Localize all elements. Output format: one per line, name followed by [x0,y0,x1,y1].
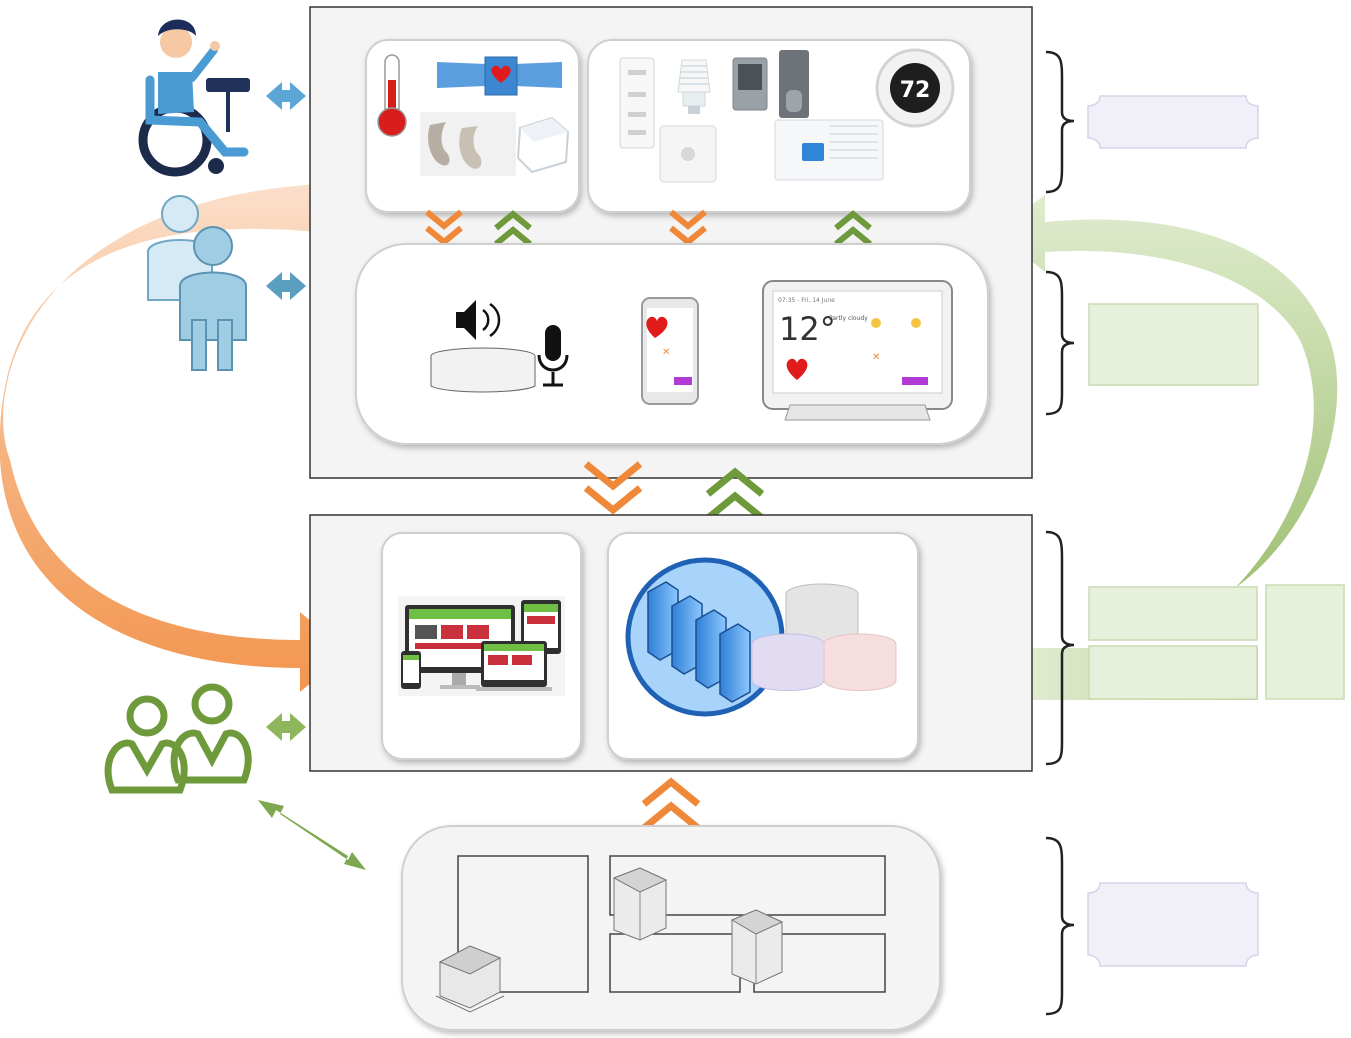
smart-display-icon: 07:35 - Fri, 14 June 12° Partly cloudy ✕ [762,280,953,421]
up-chevrons-bottom [641,777,701,831]
double-arrow-user [266,82,306,110]
hearing-aid-icon [420,112,516,176]
label-box-third-b [1088,645,1258,700]
bulb-icon [677,59,711,114]
label-box-third-c [1265,584,1345,700]
up-chevrons-home [834,210,872,247]
family-icon [147,195,247,371]
display-temperature: 12° [779,310,836,348]
up-chevrons-center [705,467,765,521]
thermostat-icon: 72 [875,48,955,128]
display-weather: Partly cloudy [829,315,868,322]
motion-sensor-icon [659,125,717,183]
display-time: 07:35 - Fri, 14 June [778,297,835,304]
brace-bottom [1045,836,1075,1016]
brace-top [1045,50,1075,194]
double-arrow-family [266,272,306,300]
up-chevrons-health [494,210,532,247]
sensor-icon [516,116,570,174]
thermometer-icon [377,54,407,137]
double-arrow-caregivers [266,713,306,741]
brace-third [1045,530,1075,766]
svg-text:✕: ✕ [872,352,880,363]
heart-band-icon [437,56,562,96]
label-box-second [1088,303,1259,386]
svg-text:✕: ✕ [662,347,670,358]
diagonal-arrow-caregivers [258,800,366,870]
smartphone-icon: ✕ [641,297,699,405]
label-box-bottom [1087,882,1259,967]
down-chevrons-health [425,209,463,246]
down-chevrons-home [669,209,707,246]
floorplan-room-bottom-left [609,933,741,993]
smart-speaker-icon [430,300,536,393]
door-lock-icon [732,50,809,118]
green-flow-arrow [995,195,1338,588]
caregivers-icon [104,683,252,794]
thermostat-value: 72 [900,78,931,103]
servers-icon [625,557,785,717]
label-box-third-a [1088,586,1258,641]
down-chevrons-center [583,461,643,515]
databases-icon [751,583,897,691]
buildings-icon [435,867,784,1013]
label-box-top [1087,95,1259,149]
brace-second [1045,270,1075,416]
microphone-icon [537,325,569,387]
web-devices-icon [398,596,565,696]
wheelchair-user-icon [138,19,250,177]
switch-icon [619,57,655,149]
air-conditioner-icon [774,119,884,181]
